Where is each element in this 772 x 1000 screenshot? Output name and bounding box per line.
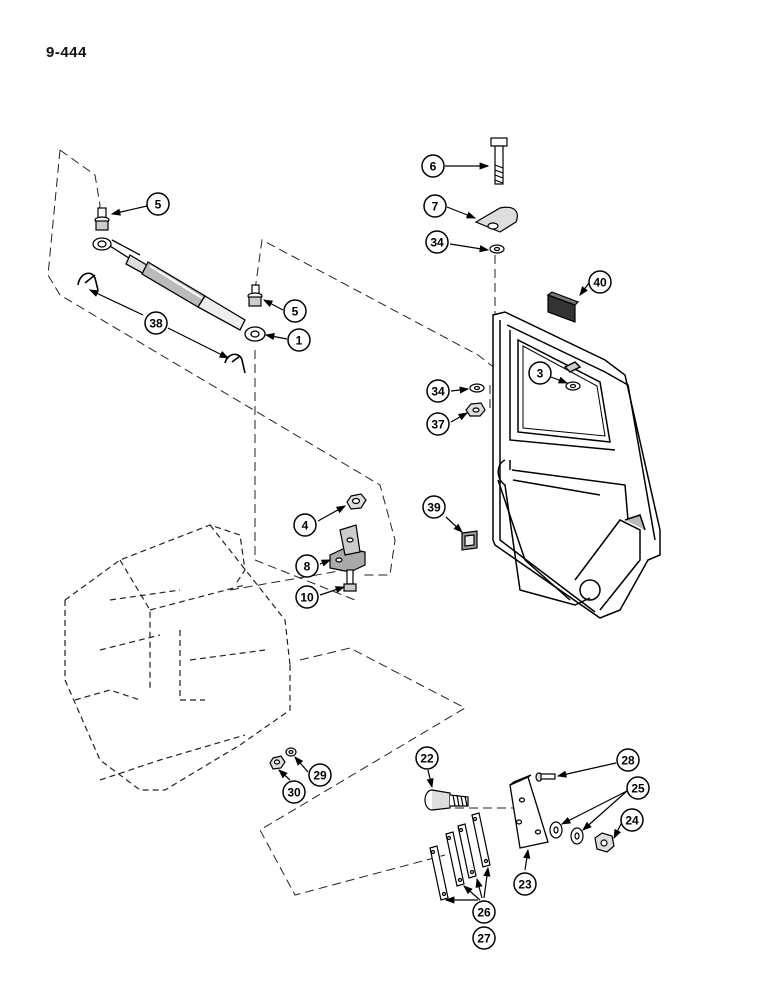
nut-part-24 [594,832,615,853]
plate-part-23 [509,774,549,849]
svg-text:37: 37 [431,418,445,432]
svg-text:8: 8 [304,560,311,574]
washer-part-29 [285,747,297,757]
callout-3: 3 [528,361,552,385]
callout-1: 1 [287,328,311,352]
cab-door-assembly [492,311,661,619]
clip-part-39 [461,530,478,551]
washers-part-25 [549,821,584,845]
callout-28: 28 [616,748,640,772]
callout-24: 24 [620,808,644,832]
washer-part-3 [565,381,581,391]
svg-text:4: 4 [302,519,309,533]
link-plates-part-26-27 [429,812,491,901]
stay-rod-part-1 [92,237,266,342]
callout-23: 23 [513,872,537,896]
callout-6: 6 [421,154,445,178]
callout-30: 30 [282,780,306,804]
svg-text:23: 23 [518,878,532,892]
hinge-cap-part-7 [474,206,518,233]
svg-text:34: 34 [430,236,444,250]
callout-27: 27 [472,926,496,950]
svg-text:26: 26 [477,906,491,920]
svg-text:25: 25 [631,782,645,796]
bolt-part-5-lower [247,284,263,307]
svg-text:27: 27 [477,932,491,946]
callout-7: 7 [423,194,447,218]
pad-part-40 [546,291,580,323]
svg-text:34: 34 [431,385,445,399]
spring-clip-part-38 [77,272,246,374]
svg-text:3: 3 [537,367,544,381]
washer-part-34-lower [469,383,485,393]
svg-text:28: 28 [621,754,635,768]
callout-40: 40 [588,270,612,294]
callout-balloons: 5 38 5 1 6 7 34 40 3 34 37 39 4 8 10 22 … [144,154,650,950]
leader-lines [88,162,628,904]
nut-part-37 [465,402,486,417]
svg-text:5: 5 [155,198,162,212]
callout-34-upper: 34 [425,230,449,254]
bolt-part-10 [343,569,357,592]
callout-38: 38 [144,311,168,335]
callout-26: 26 [472,900,496,924]
hinge-bolt-part-6 [490,137,508,185]
callout-5-lower: 5 [283,299,307,323]
washer-part-34-upper [489,244,505,254]
callout-4: 4 [293,513,317,537]
svg-text:7: 7 [432,200,439,214]
svg-text:39: 39 [427,501,441,515]
callout-22: 22 [415,746,439,770]
svg-text:38: 38 [149,317,163,331]
bolt-part-5-upper [94,207,110,231]
svg-text:1: 1 [296,334,303,348]
callout-10: 10 [295,585,319,609]
svg-text:10: 10 [300,591,314,605]
callout-29: 29 [308,763,332,787]
callout-5-upper: 5 [146,192,170,216]
nut-part-30 [269,755,286,770]
svg-text:22: 22 [420,752,434,766]
callout-39: 39 [422,495,446,519]
callout-34-lower: 34 [426,379,450,403]
bolt-part-28 [535,772,556,782]
svg-text:5: 5 [292,305,299,319]
svg-text:6: 6 [430,160,437,174]
page-number: 9-444 [46,44,87,61]
callout-37: 37 [426,412,450,436]
pivot-bolt-part-22 [424,789,469,811]
callout-25: 25 [626,776,650,800]
svg-text:29: 29 [313,769,327,783]
svg-text:40: 40 [593,276,607,290]
svg-text:24: 24 [625,814,639,828]
tractor-cab-outline [64,524,291,791]
svg-text:30: 30 [287,786,301,800]
callout-8: 8 [295,554,319,578]
nut-part-4 [346,493,367,510]
bracket-part-8 [329,524,366,573]
